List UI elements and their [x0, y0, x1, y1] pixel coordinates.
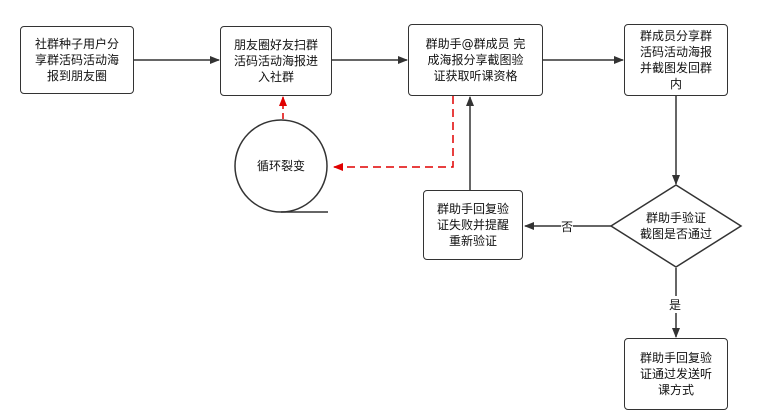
- edge-n3-loop: [333, 96, 454, 171]
- decision-diamond: [609, 184, 743, 268]
- loop-text: 循环裂变: [256, 159, 305, 173]
- decision-text: 群助手验证 截图是否通过: [639, 211, 712, 241]
- node-member-share: 群成员分享群 活码活动海报 并截图发回群 内: [624, 24, 728, 96]
- node-friends-scan: 朋友圈好友扫群 活码活动海报进 入社群: [220, 26, 332, 96]
- edge-label-no: 否: [561, 218, 574, 235]
- node-assistant-notify: 群助手@群成员 完 成海报分享截图验 证获取听课资格: [408, 24, 543, 96]
- node-share-poster: 社群种子用户分 享群活码活动海 报到朋友圈: [20, 26, 134, 94]
- edge-label-yes: 是: [669, 296, 682, 313]
- node-verify-pass: 群助手回复验 证通过发送听 课方式: [624, 338, 728, 410]
- node-verify-fail: 群助手回复验 证失败并提醒 重新验证: [423, 190, 523, 260]
